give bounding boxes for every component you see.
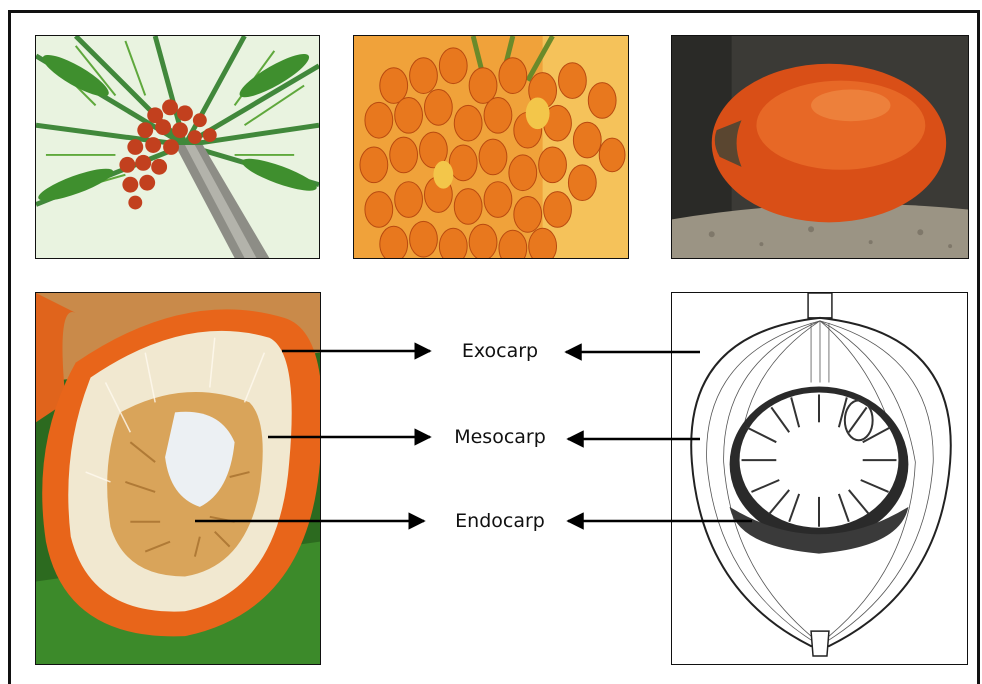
single-areca-fruit-photo — [671, 35, 969, 259]
areca-fruit-section-drawing — [671, 292, 968, 665]
cut-areca-fruit-photo — [35, 292, 321, 665]
mesocarp-label: Mesocarp — [454, 426, 546, 448]
endocarp-label: Endocarp — [455, 510, 545, 532]
areca-fruit-cluster-photo — [353, 35, 629, 259]
exocarp-label: Exocarp — [462, 340, 538, 362]
areca-palm-tree-photo — [35, 35, 320, 259]
